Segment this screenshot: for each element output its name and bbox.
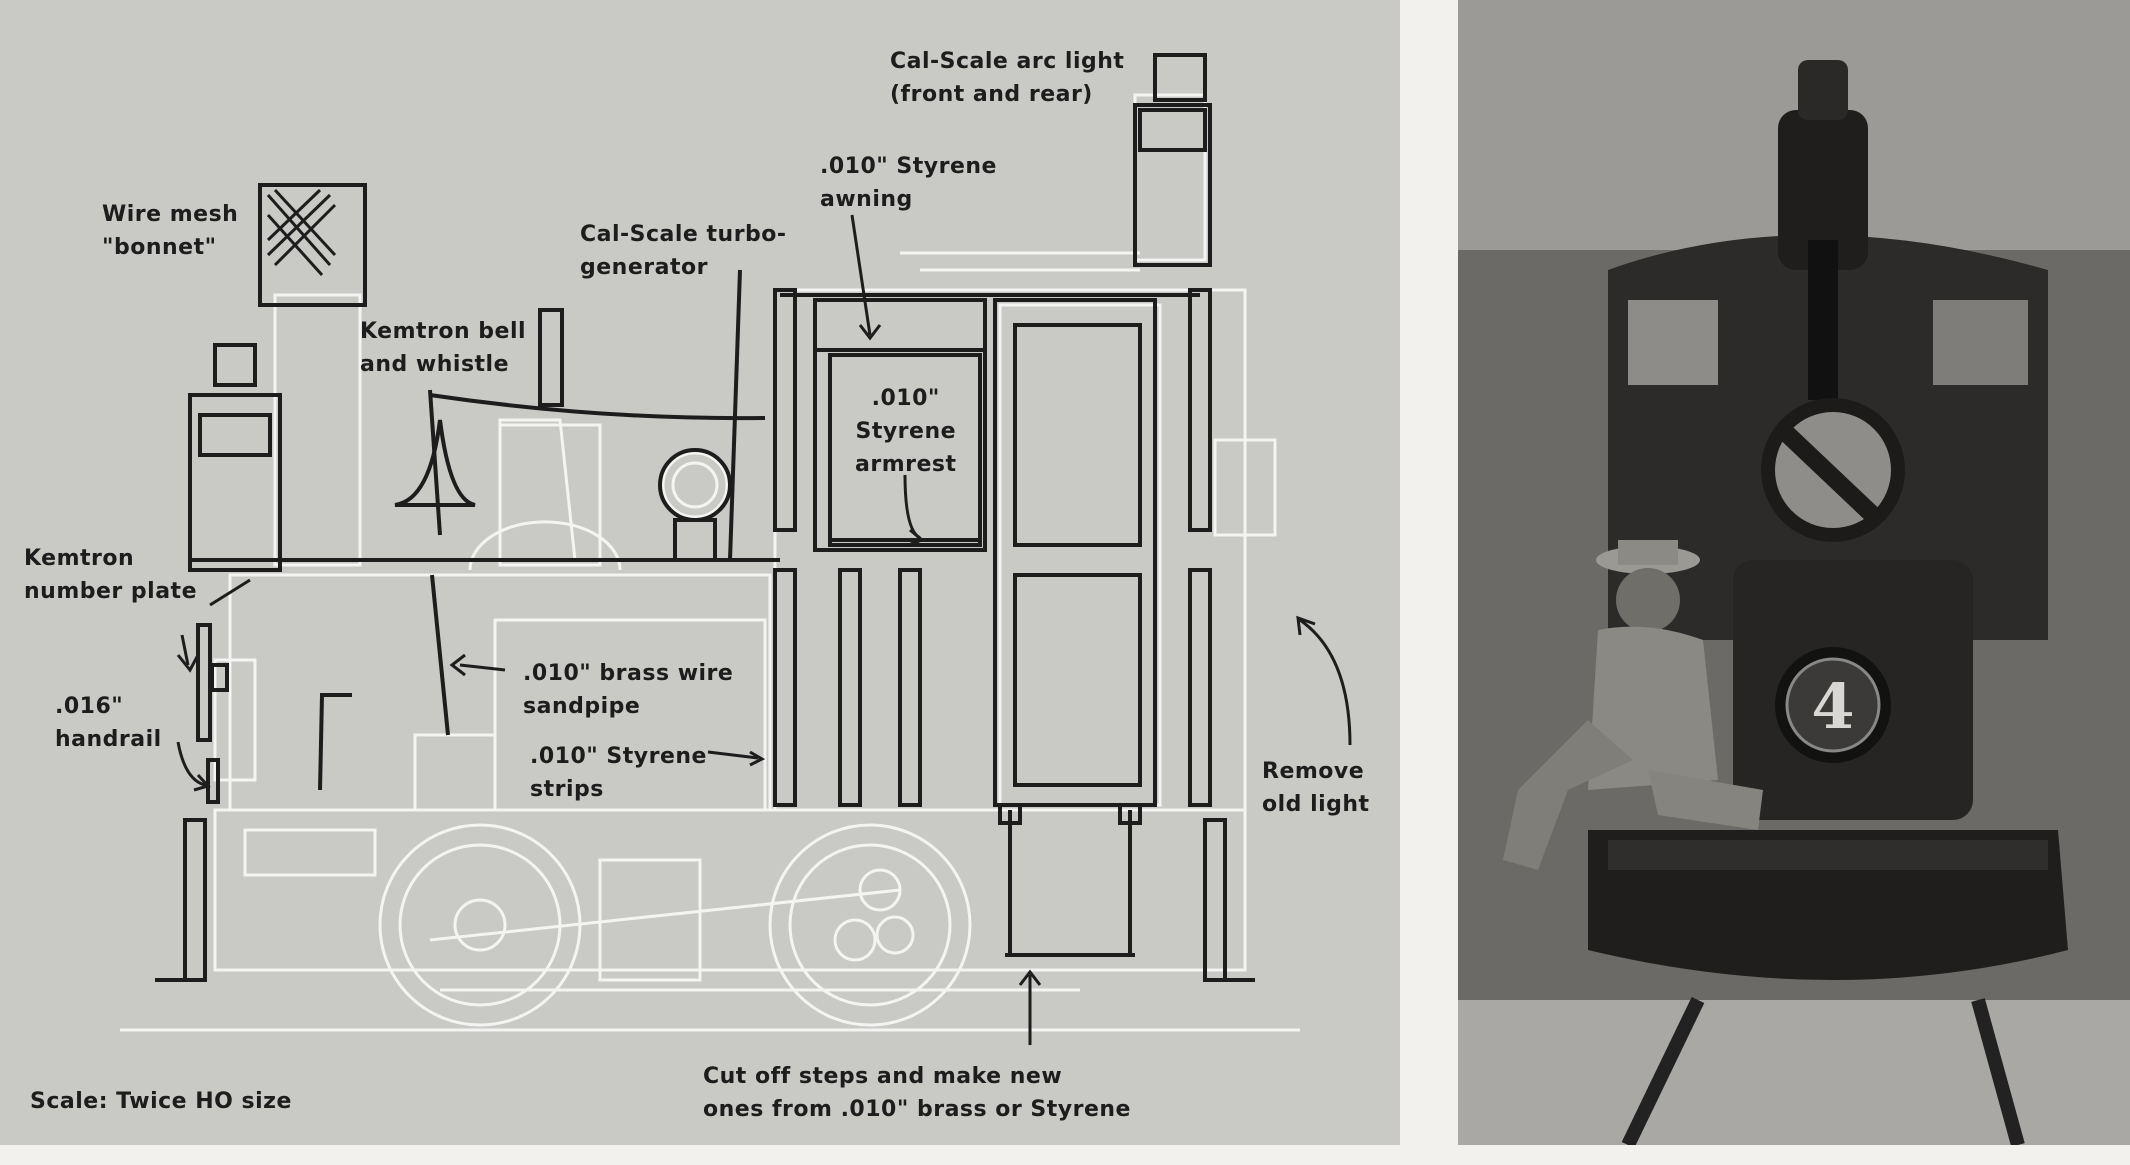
number-plate-label: Kemtron number plate bbox=[24, 546, 197, 604]
bell-whistle-label: Kemtron bell and whistle bbox=[360, 319, 527, 377]
photo-drawing: 4 bbox=[1458, 0, 2130, 1145]
sandpipe-label: .010" brass wire sandpipe bbox=[523, 661, 734, 719]
remove-light-label: Remove old light bbox=[1262, 759, 1370, 817]
scale-label: Scale: Twice HO size bbox=[30, 1089, 292, 1114]
bonnet-label: Wire mesh "bonnet" bbox=[102, 202, 239, 260]
awning-label: .010" Styrene awning bbox=[820, 154, 997, 212]
handrail-label: .016" handrail bbox=[55, 694, 162, 752]
steps-label: Cut off steps and make new ones from .01… bbox=[703, 1064, 1131, 1122]
arc-light-label: Cal-Scale arc light (front and rear) bbox=[890, 49, 1125, 107]
locomotive-photo: 4 bbox=[1458, 0, 2130, 1145]
diagram-drawing bbox=[120, 53, 1352, 1045]
strips-label: .010" Styrene strips bbox=[530, 744, 707, 802]
turbo-generator-label: Cal-Scale turbo- generator bbox=[580, 222, 787, 280]
number-plate-text: 4 bbox=[1811, 670, 1854, 743]
locomotive-diagram: Cal-Scale arc light (front and rear) .01… bbox=[0, 0, 1400, 1145]
armrest-label: .010" Styrene armrest bbox=[855, 386, 957, 477]
